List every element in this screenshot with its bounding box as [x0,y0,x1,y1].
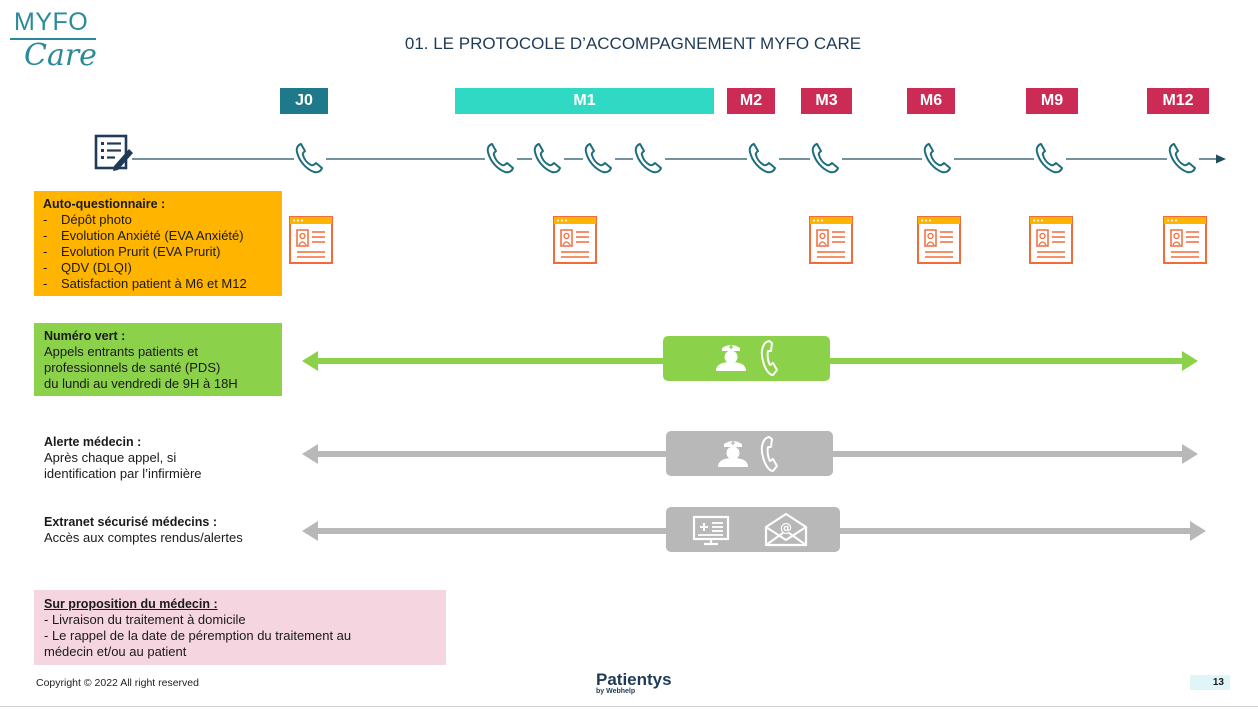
bottom-divider [0,706,1258,707]
phone-icon-m3 [810,143,842,174]
phone-icon-m1-4 [633,143,665,174]
phone-icon-m12 [1167,143,1199,174]
numero-vert-heading: Numéro vert : [44,329,126,343]
proposition-line-3: médecin et/ou au patient [44,644,187,659]
label-m12: M12 [1147,88,1209,114]
label-m2: M2 [727,88,775,114]
svg-text:@: @ [780,521,792,535]
alerte-line-2: identification par l’infirmière [44,466,202,481]
autoq-item-1: -Dépôt photo [43,212,132,227]
extranet-text: Extranet sécurisé médecins : Accès aux c… [44,514,294,546]
phone-outline-icon-grey [760,436,778,472]
nurse-icon-green [716,345,746,371]
numero-vert-line-2: professionnels de santé (PDS) [44,360,221,375]
phone-icon-m1-1 [485,143,517,174]
label-j0: J0 [280,88,328,114]
logo-care: Care [24,38,97,73]
form-icon-m6 [917,216,961,264]
autoq-item-5: -Satisfaction patient à M6 et M12 [43,276,247,291]
form-icon-m12 [1163,216,1207,264]
copyright-text: Copyright © 2022 All right reserved [36,677,199,689]
proposition-line-2: - Le rappel de la date de péremption du … [44,628,352,643]
brand-logo: Patientys [596,670,672,689]
phone-icon-j0 [294,143,326,174]
label-m3: M3 [801,88,852,114]
medical-monitor-icon [692,515,730,546]
numero-vert-line-1: Appels entrants patients et [44,344,198,359]
brand-sub: by Webhelp [596,688,636,695]
label-m1: M1 [455,88,714,114]
questionnaire-icon [94,134,133,171]
form-icon-m9 [1029,216,1073,264]
phone-icon-m1-2 [532,143,564,174]
nurse-icon-grey [718,441,748,467]
alerte-arrow [302,431,1198,476]
phone-icon-m2 [747,143,779,174]
autoq-item-4: -QDV (DLQI) [43,260,132,275]
phone-icon-m9 [1034,143,1066,174]
autoq-item-3: -Evolution Prurit (EVA Prurit) [43,244,221,259]
phone-outline-icon-green [760,340,778,376]
extranet-heading: Extranet sécurisé médecins : [44,515,217,529]
proposition-heading: Sur proposition du médecin : [44,597,218,611]
auto-questionnaire-box: Auto-questionnaire : -Dépôt photo -Evolu… [34,191,282,296]
autoq-item-2: -Evolution Anxiété (EVA Anxiété) [43,228,244,243]
label-m9: M9 [1026,88,1078,114]
alerte-heading: Alerte médecin : [44,435,142,449]
label-m6: M6 [907,88,955,114]
proposition-box: Sur proposition du médecin : - Livraison… [34,590,446,665]
page-title: 01. LE PROTOCOLE D’ACCOMPAGNEMENT MYFO C… [404,34,862,53]
phone-icon-m6 [922,143,954,174]
form-icon-j0 [289,216,333,264]
numero-vert-line-3: du lundi au vendredi de 9H à 18H [44,376,238,391]
extranet-arrow [302,507,1206,552]
logo-underline [10,38,96,40]
form-icon-m1 [553,216,597,264]
page-number: 13 [1190,675,1230,690]
logo-myfo: MYFO [14,8,89,36]
phone-icon-m1-3 [583,143,615,174]
form-icon-m3 [809,216,853,264]
proposition-line-1: - Livraison du traitement à domicile [44,612,246,627]
email-envelope-icon: @ [764,512,808,547]
extranet-line: Accès aux comptes rendus/alertes [44,530,243,545]
alerte-medecin-text: Alerte médecin : Après chaque appel, si … [44,434,284,482]
alerte-line-1: Après chaque appel, si [44,450,177,465]
numero-vert-box: Numéro vert : Appels entrants patients e… [34,323,282,396]
auto-questionnaire-heading: Auto-questionnaire : [43,197,166,211]
numero-vert-arrow [302,336,1198,381]
